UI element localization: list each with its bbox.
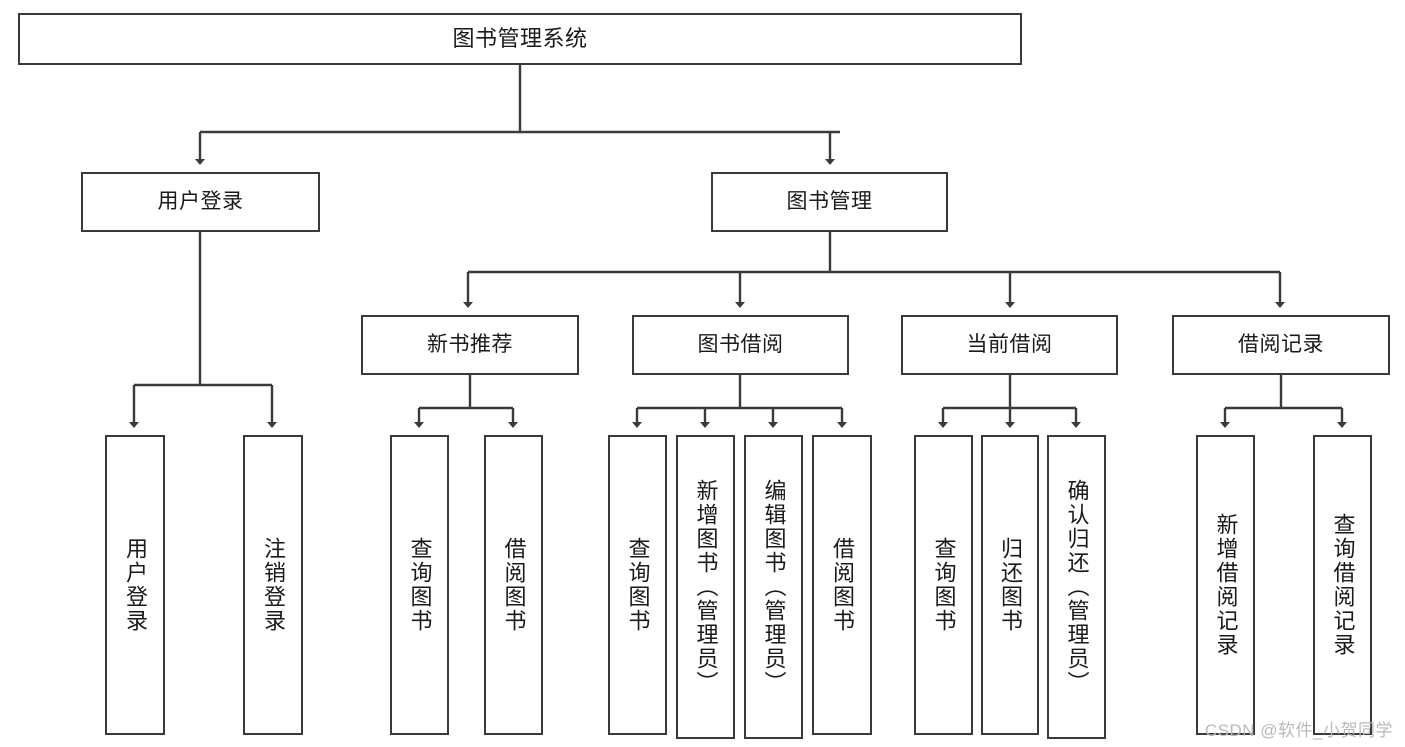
node-leaf-add-borrow-record[interactable]: 新增借阅记录 <box>1196 435 1255 735</box>
node-leaf-borrow-book-recommend[interactable]: 借阅图书 <box>484 435 543 735</box>
node-current-borrow[interactable]: 当前借阅 <box>901 315 1118 375</box>
node-label: 图书管理 <box>786 189 873 213</box>
node-label: 用户登录 <box>157 189 244 213</box>
node-leaf-user-login[interactable]: 用户登录 <box>105 435 165 735</box>
node-book-borrow[interactable]: 图书借阅 <box>632 315 849 375</box>
node-leaf-borrow-book[interactable]: 借阅图书 <box>812 435 872 735</box>
node-leaf-add-book-admin[interactable]: 新增图书（管理员） <box>676 435 735 739</box>
node-label: 图书借阅 <box>697 332 784 356</box>
node-user-login[interactable]: 用户登录 <box>81 172 320 232</box>
node-root-system[interactable]: 图书管理系统 <box>18 13 1022 65</box>
node-book-manage[interactable]: 图书管理 <box>711 172 948 232</box>
node-label: 当前借阅 <box>966 332 1053 356</box>
node-leaf-edit-book-admin[interactable]: 编辑图书（管理员） <box>744 435 803 739</box>
node-leaf-return-book[interactable]: 归还图书 <box>981 435 1039 735</box>
node-leaf-query-book-recommend[interactable]: 查询图书 <box>390 435 449 735</box>
node-label: 借阅记录 <box>1238 332 1324 356</box>
node-borrow-record[interactable]: 借阅记录 <box>1172 315 1390 375</box>
node-label: 图书管理系统 <box>452 26 588 52</box>
node-leaf-logout-login[interactable]: 注销登录 <box>243 435 303 735</box>
node-leaf-query-borrow-record[interactable]: 查询借阅记录 <box>1313 435 1372 735</box>
node-leaf-query-book-borrow[interactable]: 查询图书 <box>608 435 667 735</box>
node-new-book-recommend[interactable]: 新书推荐 <box>361 315 579 375</box>
watermark-text: CSDN @软件_小贺同学 <box>1204 721 1393 740</box>
node-label: 新书推荐 <box>427 332 513 356</box>
node-leaf-query-book-current[interactable]: 查询图书 <box>914 435 973 735</box>
node-leaf-confirm-return-admin[interactable]: 确认归还（管理员） <box>1047 435 1106 739</box>
